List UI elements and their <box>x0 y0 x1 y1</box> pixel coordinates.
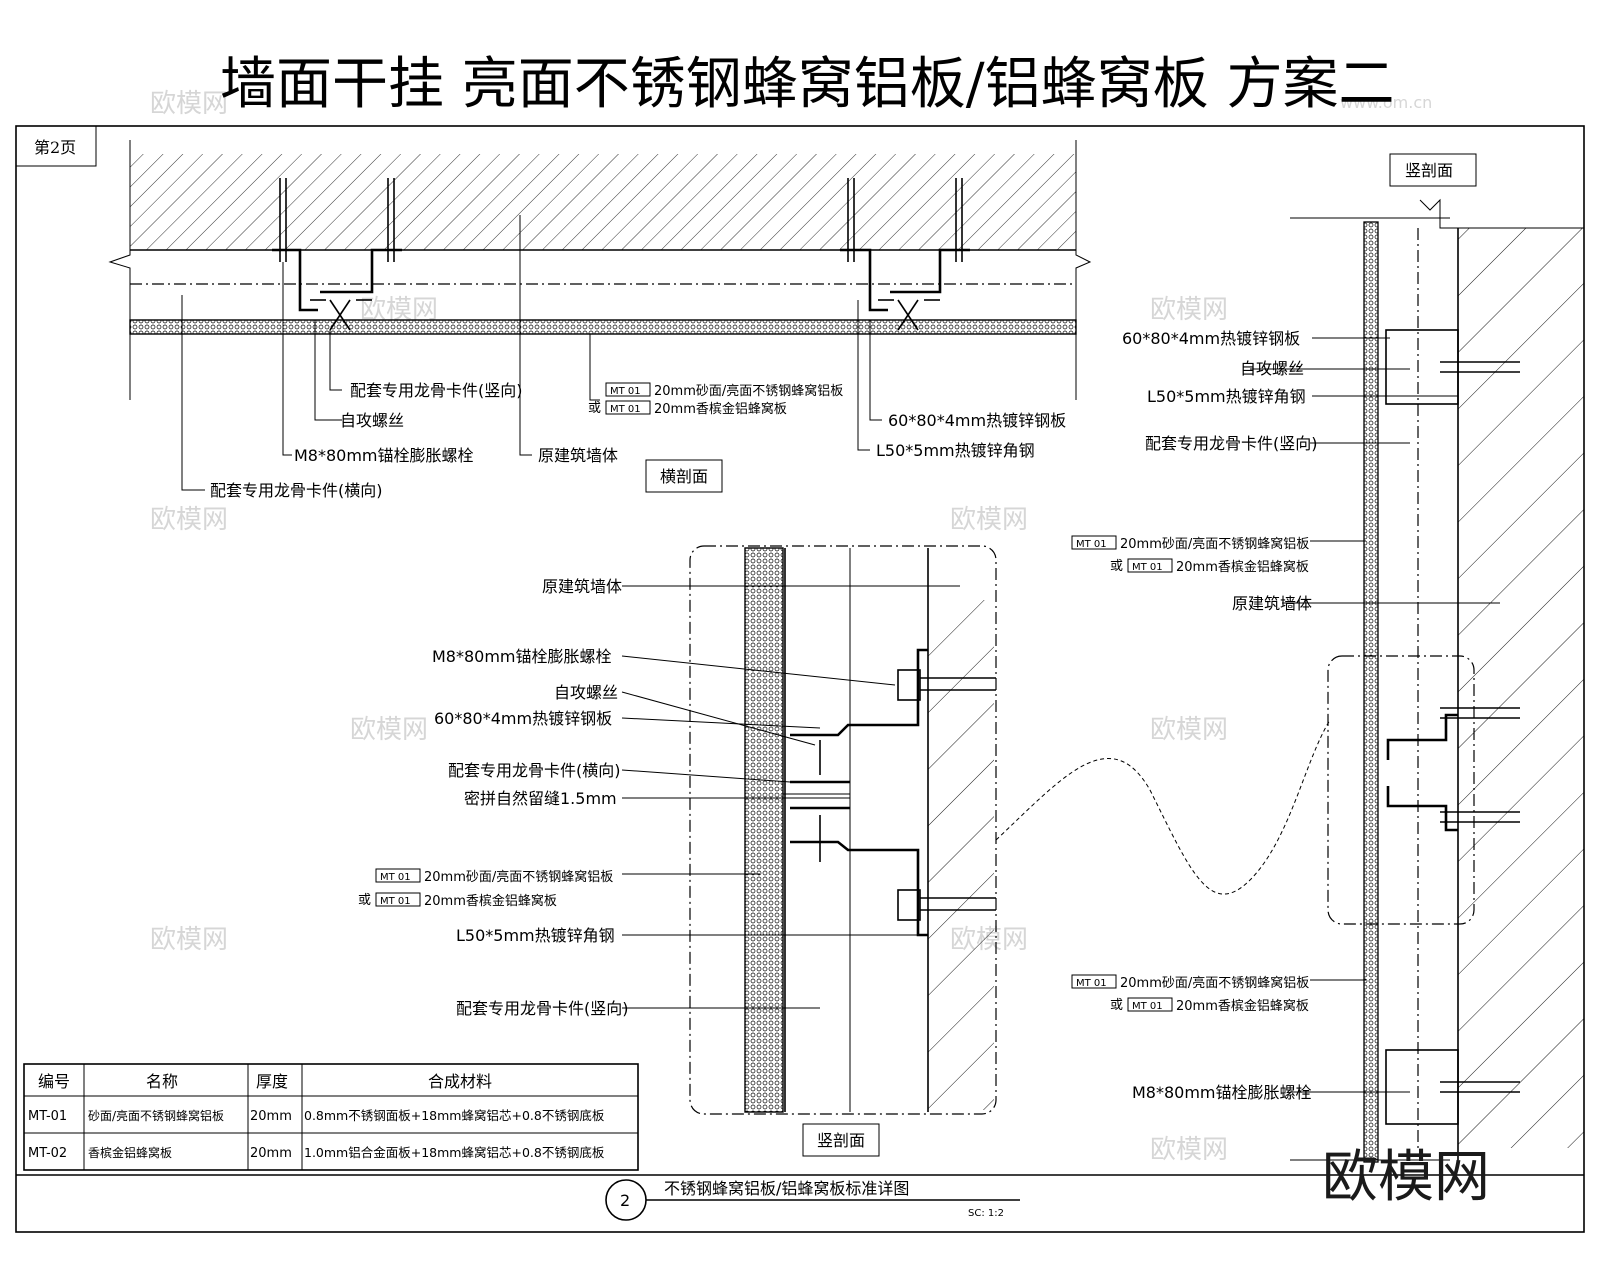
label-panel-mt01: 20mm砂面/亮面不锈钢蜂窝铝板 <box>654 383 843 399</box>
detail-callout-frame <box>689 545 997 1115</box>
svg-text:MT 01: MT 01 <box>610 404 641 415</box>
svg-text:或: 或 <box>1110 998 1123 1013</box>
svg-text:或: 或 <box>1110 559 1123 574</box>
table-cell: 砂面/亮面不锈钢蜂窝铝板 <box>88 1108 224 1123</box>
svg-text:MT 01: MT 01 <box>1076 539 1107 550</box>
table-cell: 20mm <box>250 1109 292 1124</box>
detail-number: 2 <box>620 1191 630 1210</box>
horizontal-section: 配套专用龙骨卡件(竖向) 自攻螺丝 M8*80mm锚栓膨胀螺栓 原建筑墙体 配套… <box>108 140 1092 500</box>
view-label-horizontal: 横剖面 <box>660 467 708 486</box>
table-header: 编号 <box>38 1072 70 1091</box>
label-steel-plate: 60*80*4mm热镀锌钢板 <box>1122 329 1300 348</box>
footer-title-block: 2 不锈钢蜂窝铝板/铝蜂窝板标准详图 SC: 1:2 <box>605 1179 1020 1221</box>
watermark: 欧模网 <box>950 505 1028 535</box>
table-header: 厚度 <box>256 1072 288 1091</box>
label-panel-mt01: 20mm砂面/亮面不锈钢蜂窝铝板 <box>1120 536 1309 552</box>
svg-text:或: 或 <box>588 401 601 416</box>
watermark: 欧模网 <box>1150 715 1228 745</box>
watermark: 欧模网 <box>1150 1135 1228 1165</box>
drawing-title: 墙面干挂 亮面不锈钢蜂窝铝板/铝蜂窝板 方案二 <box>220 52 1394 117</box>
label-keel-horizontal: 配套专用龙骨卡件(横向) <box>210 481 383 500</box>
label-steel-plate: 60*80*4mm热镀锌钢板 <box>888 411 1066 430</box>
view-label-box <box>645 459 723 493</box>
svg-text:MT 01: MT 01 <box>610 386 641 397</box>
table-cell: 0.8mm不锈钢面板+18mm蜂窝铝芯+0.8不锈钢底板 <box>304 1108 605 1123</box>
callout-connector <box>995 719 1331 895</box>
table-cell: 香槟金铝蜂窝板 <box>88 1145 172 1160</box>
label-anchor: M8*80mm锚栓膨胀螺栓 <box>294 446 474 465</box>
label-keel-vertical: 配套专用龙骨卡件(竖向) <box>350 381 523 400</box>
svg-text:MT 01: MT 01 <box>1132 562 1163 573</box>
svg-text:MT 01: MT 01 <box>380 872 411 883</box>
watermark: 欧模网 <box>150 925 228 955</box>
watermark: 欧模网 <box>150 505 228 535</box>
svg-text:或: 或 <box>358 893 371 908</box>
watermark-layer: 欧模网 www.om.cn 欧模网 欧模网 欧模网 欧模网 欧模网 欧模网 欧模… <box>150 89 1432 1165</box>
materials-table: 编号 名称 厚度 合成材料 MT-01 砂面/亮面不锈钢蜂窝铝板 20mm 0.… <box>23 1063 639 1171</box>
page-label: 第2页 <box>34 138 76 157</box>
label-gap: 密拼自然留缝1.5mm <box>464 789 617 808</box>
page-box <box>15 125 97 167</box>
wall-hatch <box>130 154 1076 250</box>
label-angle: L50*5mm热镀锌角钢 <box>456 926 615 945</box>
table-cell: 1.0mm铝合金面板+18mm蜂窝铝芯+0.8不锈钢底板 <box>304 1145 605 1160</box>
svg-text:MT 01: MT 01 <box>1132 1001 1163 1012</box>
table-header: 名称 <box>146 1072 178 1091</box>
label-self-tap: 自攻螺丝 <box>340 411 404 430</box>
right-callout-frame <box>1327 655 1475 925</box>
label-anchor: M8*80mm锚栓膨胀螺栓 <box>1132 1083 1312 1102</box>
label-self-tap: 自攻螺丝 <box>1240 359 1304 378</box>
view-label-box <box>1389 153 1477 187</box>
view-label-vertical: 竖剖面 <box>817 1131 865 1150</box>
label-angle: L50*5mm热镀锌角钢 <box>1147 387 1306 406</box>
watermark: 欧模网 <box>150 89 228 119</box>
watermark: 欧模网 <box>350 715 428 745</box>
label-panel-mt02: 20mm香槟金铝蜂窝板 <box>654 401 787 417</box>
label-self-tap: 自攻螺丝 <box>554 683 618 702</box>
detail-panel-honeycomb <box>744 547 784 1113</box>
table-cell: MT-01 <box>28 1109 67 1124</box>
vertical-section-detail: 原建筑墙体 M8*80mm锚栓膨胀螺栓 自攻螺丝 60*80*4mm热镀锌钢板 … <box>358 545 997 1157</box>
label-wall: 原建筑墙体 <box>542 577 622 596</box>
watermark-logo: 欧模网 <box>1322 1145 1490 1210</box>
svg-text:MT 01: MT 01 <box>1076 978 1107 989</box>
label-keel-vertical: 配套专用龙骨卡件(竖向) <box>1145 434 1318 453</box>
svg-text:MT 01: MT 01 <box>380 896 411 907</box>
watermark: 欧模网 <box>1150 295 1228 325</box>
table-cell: 20mm <box>250 1146 292 1161</box>
scale-label: SC: 1:2 <box>968 1208 1004 1219</box>
vertical-section-right: 竖剖面 <box>1071 153 1584 1163</box>
panel-honeycomb <box>129 319 1077 335</box>
right-panel-honeycomb <box>1363 221 1379 1163</box>
watermark-url: www.om.cn <box>1340 93 1432 112</box>
label-steel-plate: 60*80*4mm热镀锌钢板 <box>434 709 612 728</box>
label-panel-mt02: 20mm香槟金铝蜂窝板 <box>1176 998 1309 1014</box>
sheet-border <box>15 125 1585 1233</box>
right-wall-hatch <box>1458 228 1584 1148</box>
detail-caption: 不锈钢蜂窝铝板/铝蜂窝板标准详图 <box>664 1179 909 1198</box>
label-angle: L50*5mm热镀锌角钢 <box>876 441 1035 460</box>
table-cell: MT-02 <box>28 1146 67 1161</box>
label-keel-horizontal: 配套专用龙骨卡件(横向) <box>448 761 621 780</box>
label-panel-mt01: 20mm砂面/亮面不锈钢蜂窝铝板 <box>424 869 613 885</box>
label-panel-mt02: 20mm香槟金铝蜂窝板 <box>1176 559 1309 575</box>
label-keel-vertical: 配套专用龙骨卡件(竖向) <box>456 999 629 1018</box>
label-wall: 原建筑墙体 <box>538 446 618 465</box>
label-wall: 原建筑墙体 <box>1232 594 1312 613</box>
view-label-box <box>802 1123 880 1157</box>
label-panel-mt01: 20mm砂面/亮面不锈钢蜂窝铝板 <box>1120 975 1309 991</box>
label-panel-mt02: 20mm香槟金铝蜂窝板 <box>424 893 557 909</box>
label-anchor: M8*80mm锚栓膨胀螺栓 <box>432 647 612 666</box>
view-label-vertical-right: 竖剖面 <box>1405 161 1453 180</box>
table-header: 合成材料 <box>428 1072 492 1091</box>
